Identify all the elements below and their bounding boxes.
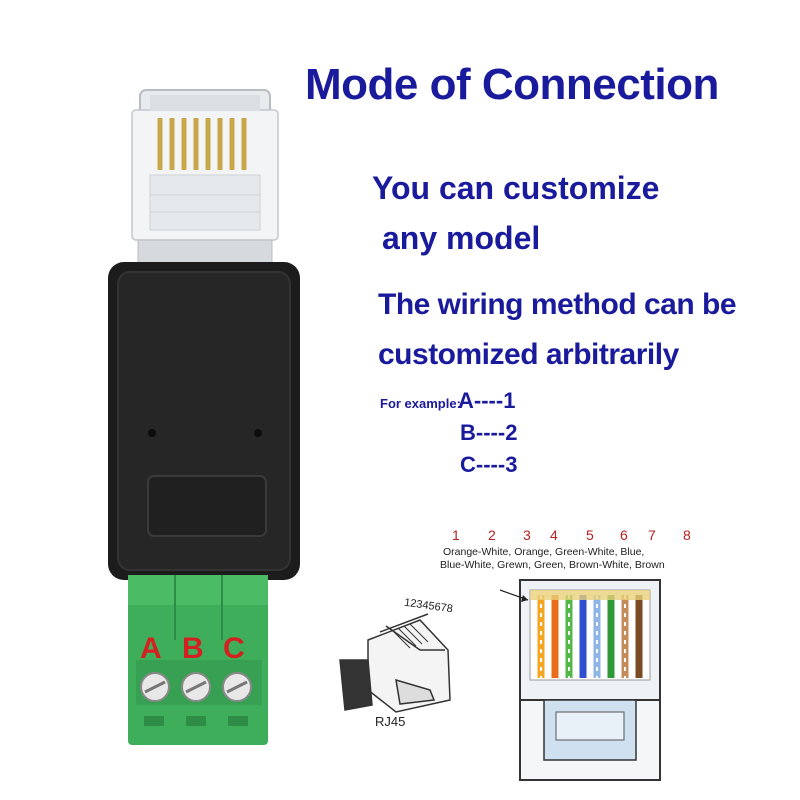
- pin-number-1: 1: [452, 527, 460, 543]
- pin-number-8: 8: [683, 527, 691, 543]
- pin-number-6: 6: [620, 527, 628, 543]
- wire-colors-line-2: Blue-White, Grewn, Green, Brown-White, B…: [440, 559, 665, 571]
- wire-colors-line-1: Orange-White, Orange, Green-White, Blue,: [443, 546, 645, 558]
- rj45-sketch: [339, 613, 451, 713]
- pin-number-3: 3: [523, 527, 531, 543]
- example-line-2: B----2: [460, 420, 518, 445]
- terminal-block: [128, 575, 268, 745]
- terminal-label-a: A: [140, 632, 162, 665]
- subtitle-line-1: You can customize: [372, 170, 660, 206]
- rj45-plug: [131, 89, 279, 267]
- terminal-label-b: B: [182, 632, 204, 665]
- wiring-text-line-2: customized arbitrarily: [378, 338, 679, 371]
- pin-number-5: 5: [586, 527, 594, 543]
- rj45-label: RJ45: [375, 714, 406, 729]
- subtitle-line-2: any model: [382, 220, 541, 256]
- adapter-body: [108, 262, 300, 580]
- terminal-label-c: C: [223, 632, 245, 665]
- pin-number-7: 7: [648, 527, 656, 543]
- example-label: For example:: [380, 396, 461, 411]
- example-line-3: C----3: [460, 452, 518, 477]
- pin-number-2: 2: [488, 527, 496, 543]
- pin-number-4: 4: [550, 527, 558, 543]
- page-title: Mode of Connection: [305, 60, 719, 109]
- wiring-text-line-1: The wiring method can be: [378, 288, 737, 321]
- wiring-connector: [499, 579, 661, 781]
- example-line-1: A----1: [458, 388, 516, 413]
